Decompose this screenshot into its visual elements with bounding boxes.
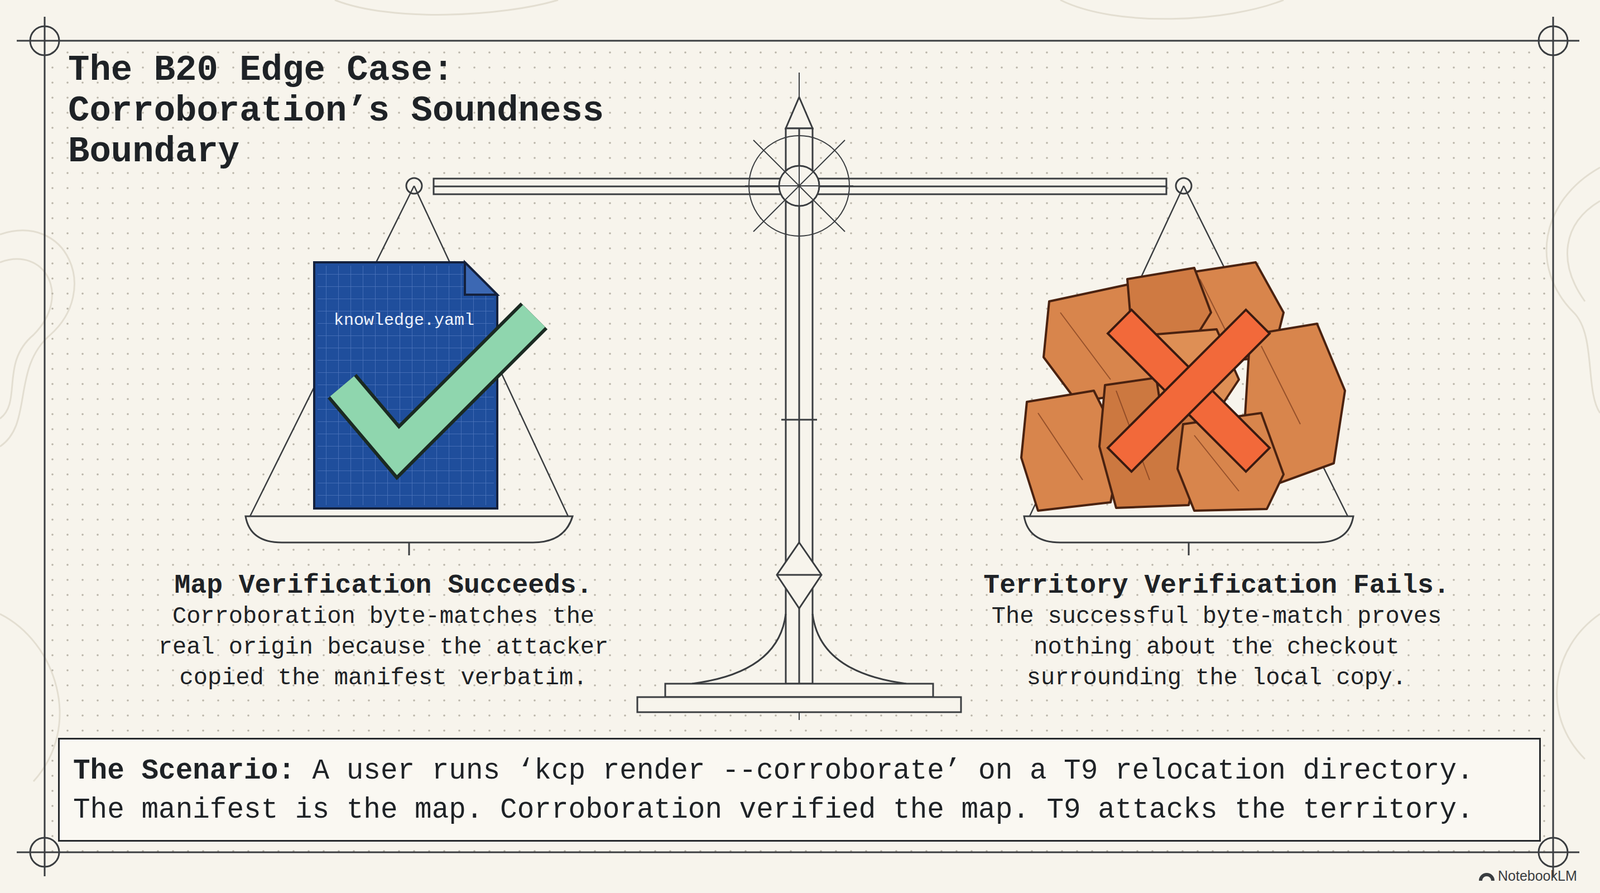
caption-heading: Territory Verification Fails. xyxy=(979,569,1454,602)
file-name: knowledge.yaml xyxy=(314,262,498,331)
diagram-title: The B20 Edge Case: Corroboration’s Sound… xyxy=(68,50,627,173)
scenario-box: The Scenario:A user runs ‘kcp render --c… xyxy=(58,737,1541,842)
watermark: NotebookLM xyxy=(1497,867,1593,884)
caption-body: Corroboration byte-matches the real orig… xyxy=(151,601,615,694)
caption-body: The successful byte-match proves nothing… xyxy=(985,601,1449,694)
document-icon: knowledge.yaml xyxy=(314,262,498,509)
scenario-heading: The Scenario: xyxy=(73,755,296,787)
document-shape xyxy=(314,262,498,509)
caption-heading: Map Verification Succeeds. xyxy=(146,569,621,602)
